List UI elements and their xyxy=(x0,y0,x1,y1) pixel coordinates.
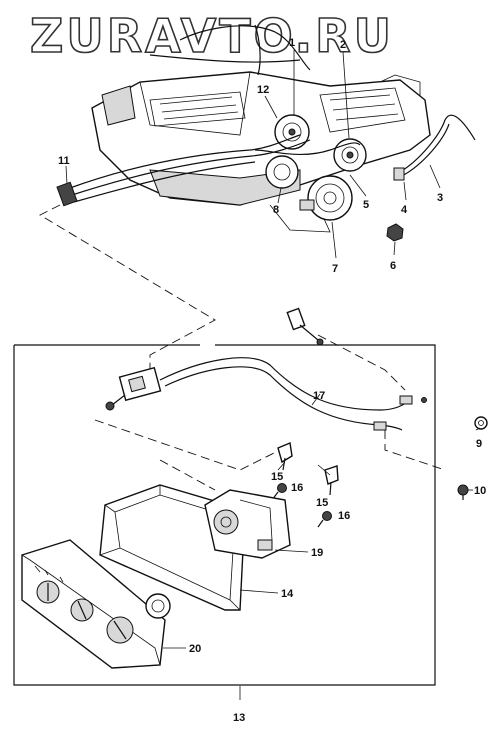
knob-left xyxy=(36,580,60,604)
callout-15a: 15 xyxy=(271,471,283,483)
routing-line-harness xyxy=(39,204,216,375)
callout-5: 5 xyxy=(363,199,369,211)
screw-15a xyxy=(277,442,293,471)
bolt-16b xyxy=(317,511,332,528)
callout-19: 19 xyxy=(311,547,323,559)
routing-line-cable-end xyxy=(317,334,406,391)
routing-line-panel xyxy=(94,419,281,471)
routing-line-cable-lower xyxy=(384,430,446,471)
blower-motor-7 xyxy=(299,175,353,221)
callout-17: 17 xyxy=(313,390,325,402)
callout-20: 20 xyxy=(189,643,201,655)
callout-9: 9 xyxy=(476,438,482,450)
callout-13: 13 xyxy=(233,712,245,724)
screw-10 xyxy=(457,484,469,500)
bolt-16a xyxy=(271,483,287,501)
screw-15b xyxy=(324,465,339,496)
callout-10: 10 xyxy=(474,485,486,497)
control-assembly-frame xyxy=(13,344,436,686)
nut-6 xyxy=(386,223,404,242)
callout-1: 1 xyxy=(289,37,295,49)
callout-labels: 1 2 3 4 5 6 7 8 9 10 11 12 13 14 15 15 1… xyxy=(58,37,486,724)
cable-connector xyxy=(105,366,162,411)
leader-lines xyxy=(65,50,481,700)
watermark-text: ZURAVTO.RU xyxy=(30,9,394,63)
callout-3: 3 xyxy=(437,192,443,204)
control-cable-17 xyxy=(159,357,427,431)
callout-6: 6 xyxy=(390,260,396,272)
control-unit-19 xyxy=(204,489,291,559)
callout-8: 8 xyxy=(273,204,279,216)
wire-harness xyxy=(56,134,361,207)
callout-14: 14 xyxy=(281,588,294,600)
heater-unit-housing xyxy=(91,71,431,233)
actuator-motor-1 xyxy=(274,114,310,150)
control-face-panel-20 xyxy=(21,539,171,669)
knob-middle xyxy=(70,598,94,622)
callout-7: 7 xyxy=(332,263,338,275)
actuator-motor-2 xyxy=(333,138,367,172)
knob-outer xyxy=(145,593,171,619)
knob-right xyxy=(106,616,134,644)
upper-cable-loop xyxy=(149,24,311,76)
routing-line-bracket xyxy=(159,459,216,491)
control-cable-3 xyxy=(393,114,476,181)
callout-12: 12 xyxy=(257,84,269,96)
callout-4: 4 xyxy=(401,204,408,216)
actuator-motor-8 xyxy=(265,155,299,189)
callout-11: 11 xyxy=(58,155,70,167)
callout-15b: 15 xyxy=(316,497,328,509)
callout-2: 2 xyxy=(340,39,346,51)
clip-9 xyxy=(474,416,488,430)
callout-16a: 16 xyxy=(291,482,303,494)
cable-end-clip xyxy=(286,307,324,346)
callout-16b: 16 xyxy=(338,510,350,522)
